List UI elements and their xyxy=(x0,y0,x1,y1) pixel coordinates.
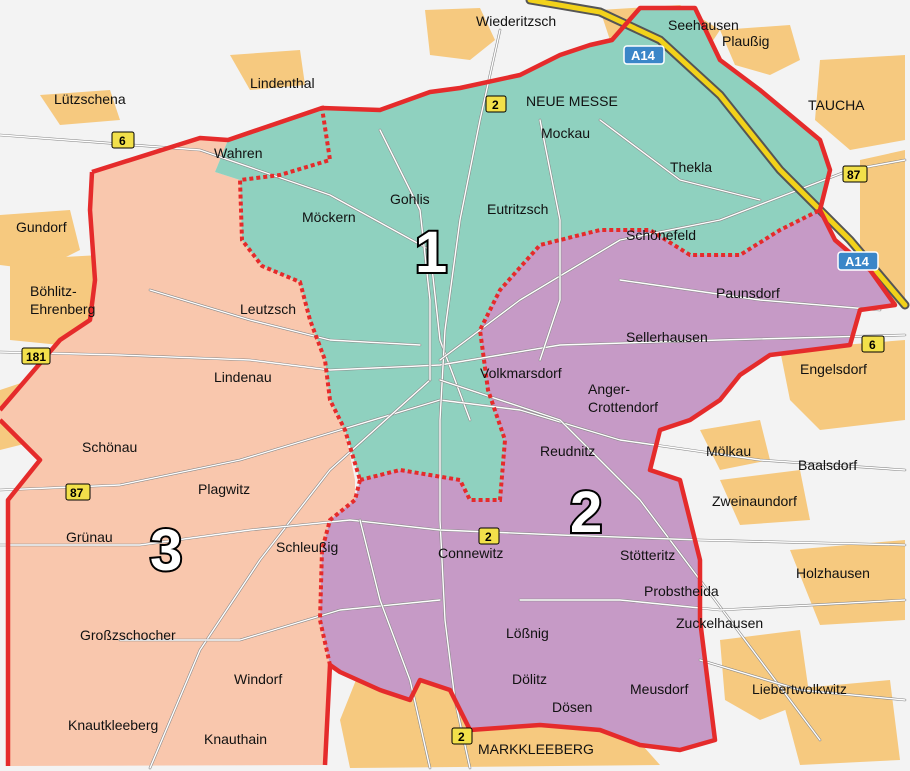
place-liebertwolkwitz: Liebertwolkwitz xyxy=(752,681,847,697)
road-shield-2-centre: 2 xyxy=(478,527,500,545)
place-schoenefeld: Schönefeld xyxy=(626,227,696,243)
place-gundorf: Gundorf xyxy=(16,219,67,235)
motorway-a14-fill xyxy=(527,0,908,308)
svg-text:2: 2 xyxy=(492,98,499,112)
svg-text:2: 2 xyxy=(458,730,465,744)
svg-text:181: 181 xyxy=(26,350,46,364)
place-paunsdorf: Paunsdorf xyxy=(716,285,780,301)
place-probstheida: Probstheida xyxy=(644,583,719,599)
svg-text:6: 6 xyxy=(869,338,876,352)
place-leutzsch: Leutzsch xyxy=(240,301,296,317)
place-thekla: Thekla xyxy=(670,159,712,175)
place-stoetteritz: Stötteritz xyxy=(620,547,675,563)
place-grosszschocher: Großzschocher xyxy=(80,627,176,643)
place-anger: Anger- xyxy=(588,381,630,397)
place-schoenau: Schönau xyxy=(82,439,137,455)
place-seehausen: Seehausen xyxy=(668,17,739,33)
place-sellerhausen: Sellerhausen xyxy=(626,329,708,345)
place-markkleeberg: MARKKLEEBERG xyxy=(478,741,594,757)
zone-1-2-border xyxy=(359,208,821,502)
place-boehlitz: Böhlitz- xyxy=(30,283,77,299)
zone-1-area[interactable] xyxy=(215,8,830,500)
road-shield-6-west: 6 xyxy=(111,131,135,149)
zone-1-3-border xyxy=(227,105,362,481)
road-shield-a14-north: A14 xyxy=(623,45,665,65)
zone-number-2: 2 xyxy=(570,480,602,545)
place-knautkleeberg: Knautkleeberg xyxy=(68,717,158,733)
place-doesen: Dösen xyxy=(552,699,592,715)
place-plaussig: Plaußig xyxy=(722,33,769,49)
road-shield-181: 181 xyxy=(21,347,51,365)
place-holzhausen: Holzhausen xyxy=(796,565,870,581)
zone-number-3: 3 xyxy=(150,518,182,583)
place-gruenau: Grünau xyxy=(66,529,113,545)
place-luetzschena: Lützschena xyxy=(54,91,126,107)
svg-text:2: 2 xyxy=(485,530,492,544)
zone-2-area[interactable] xyxy=(320,210,895,750)
road-shield-6-east: 6 xyxy=(861,335,885,353)
place-zweinaundorf: Zweinaundorf xyxy=(712,493,797,509)
svg-text:87: 87 xyxy=(847,168,861,182)
place-windorf: Windorf xyxy=(234,671,282,687)
place-moeckern: Möckern xyxy=(302,209,356,225)
place-mockau: Mockau xyxy=(541,125,590,141)
place-lindenthal: Lindenthal xyxy=(250,75,315,91)
road-shield-87-east: 87 xyxy=(842,165,868,183)
svg-text:A14: A14 xyxy=(631,48,656,63)
place-reudnitz: Reudnitz xyxy=(540,443,595,459)
place-loessnig: Lößnig xyxy=(506,625,549,641)
place-neue-messe: NEUE MESSE xyxy=(526,93,618,109)
place-taucha: TAUCHA xyxy=(808,97,865,113)
place-volkmarsdorf: Volkmarsdorf xyxy=(480,365,562,381)
place-wiederitzsch: Wiederitzsch xyxy=(476,13,556,29)
place-eutritzsch: Eutritzsch xyxy=(487,201,548,217)
svg-text:6: 6 xyxy=(119,134,126,148)
place-labels: Seehausen Plaußig Wiederitzsch Lindentha… xyxy=(16,13,870,757)
zone-2-3-border xyxy=(317,479,362,666)
road-shield-2-north: 2 xyxy=(485,95,507,113)
place-doelitz: Dölitz xyxy=(512,671,547,687)
place-connewitz: Connewitz xyxy=(438,545,503,561)
place-meusdorf: Meusdorf xyxy=(630,681,688,697)
place-schleussig: Schleußig xyxy=(276,539,338,555)
place-ehrenberg: Ehrenberg xyxy=(30,301,95,317)
road-shield-2-south: 2 xyxy=(451,727,473,745)
place-engelsdorf: Engelsdorf xyxy=(800,361,867,377)
place-gohlis: Gohlis xyxy=(390,191,430,207)
zone-number-1: 1 xyxy=(415,220,447,285)
place-baalsdorf: Baalsdorf xyxy=(798,457,857,473)
place-plagwitz: Plagwitz xyxy=(198,481,250,497)
road-shield-87-west: 87 xyxy=(65,483,91,501)
place-wahren: Wahren xyxy=(214,145,263,161)
place-zuckelhausen: Zuckelhausen xyxy=(676,615,763,631)
place-lindenau: Lindenau xyxy=(214,369,272,385)
zone-3-area[interactable] xyxy=(0,138,355,766)
svg-text:A14: A14 xyxy=(845,254,870,269)
place-knauthain: Knauthain xyxy=(204,731,267,747)
road-network xyxy=(0,28,907,770)
road-shield-a14-east: A14 xyxy=(837,251,879,271)
place-moelkau: Mölkau xyxy=(706,443,751,459)
place-crottendorf: Crottendorf xyxy=(588,399,658,415)
svg-text:87: 87 xyxy=(70,486,84,500)
